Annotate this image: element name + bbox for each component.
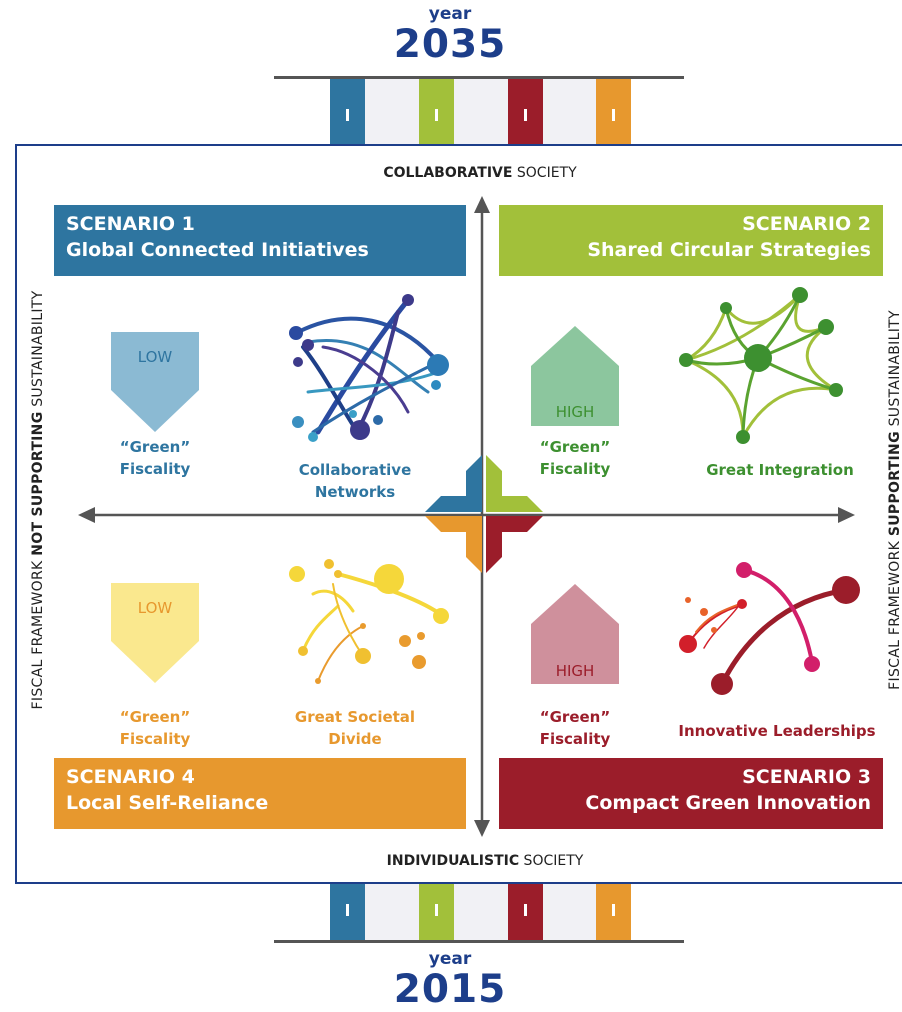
diagram-frame: [15, 144, 902, 884]
scenario-2-name: Shared Circular Strategies: [587, 239, 871, 261]
center-cross-icon: [425, 455, 543, 573]
scenario-1-name: Global Connected Initiatives: [66, 239, 369, 261]
axis-label-bottom: INDIVIDUALISTIC SOCIETY: [386, 853, 584, 869]
scenario-3-title: SCENARIO 3: [742, 766, 871, 788]
top-year: 2035: [393, 22, 507, 67]
scenario-4-title: SCENARIO 4: [66, 766, 195, 788]
scenario-4-fiscality-label: “Green”Fiscality: [119, 708, 191, 748]
great-societal-divide-icon: [289, 559, 449, 684]
innovative-leaderships-icon: [679, 562, 860, 695]
scenario-1-fiscality-label: “Green”Fiscality: [119, 438, 191, 478]
top-year-label: year: [428, 4, 472, 24]
high-house-icon: [531, 326, 619, 426]
scenario-2-fiscality-level: HIGH: [555, 403, 595, 421]
scenario-3-name: Compact Green Innovation: [585, 792, 871, 814]
scenario-3-network-label: Innovative Leaderships: [678, 722, 876, 740]
scenario-4-name: Local Self-Reliance: [66, 792, 269, 814]
low-arrow-icon: [111, 583, 199, 683]
scenario-1-title: SCENARIO 1: [66, 213, 195, 235]
scenario-3-fiscality-level: HIGH: [555, 662, 595, 680]
great-integration-icon: [679, 287, 843, 444]
scenario-4-banner: SCENARIO 4 Local Self-Reliance: [54, 758, 466, 829]
scenario-2-title: SCENARIO 2: [742, 213, 871, 235]
bottom-year: 2015: [393, 967, 507, 1012]
bottom-year-label: year: [428, 949, 472, 969]
scenario-4-fiscality-level: LOW: [137, 599, 173, 617]
bottom-road-graphic: [274, 884, 684, 943]
collaborative-networks-icon: [289, 294, 449, 442]
top-road-graphic: [274, 76, 684, 145]
scenario-1-banner: SCENARIO 1 Global Connected Initiatives: [54, 205, 466, 276]
scenario-2-banner: SCENARIO 2 Shared Circular Strategies: [499, 205, 883, 276]
scenario-3-banner: SCENARIO 3 Compact Green Innovation: [499, 758, 883, 829]
axis-label-top: COLLABORATIVE SOCIETY: [383, 165, 577, 181]
scenario-2-fiscality-label: “Green”Fiscality: [539, 438, 611, 478]
scenario-1-fiscality-level: LOW: [137, 348, 173, 366]
scenario-3-fiscality-label: “Green”Fiscality: [539, 708, 611, 748]
low-arrow-icon: [111, 332, 199, 432]
high-house-icon: [531, 584, 619, 684]
scenario-2-network-label: Great Integration: [706, 461, 854, 479]
